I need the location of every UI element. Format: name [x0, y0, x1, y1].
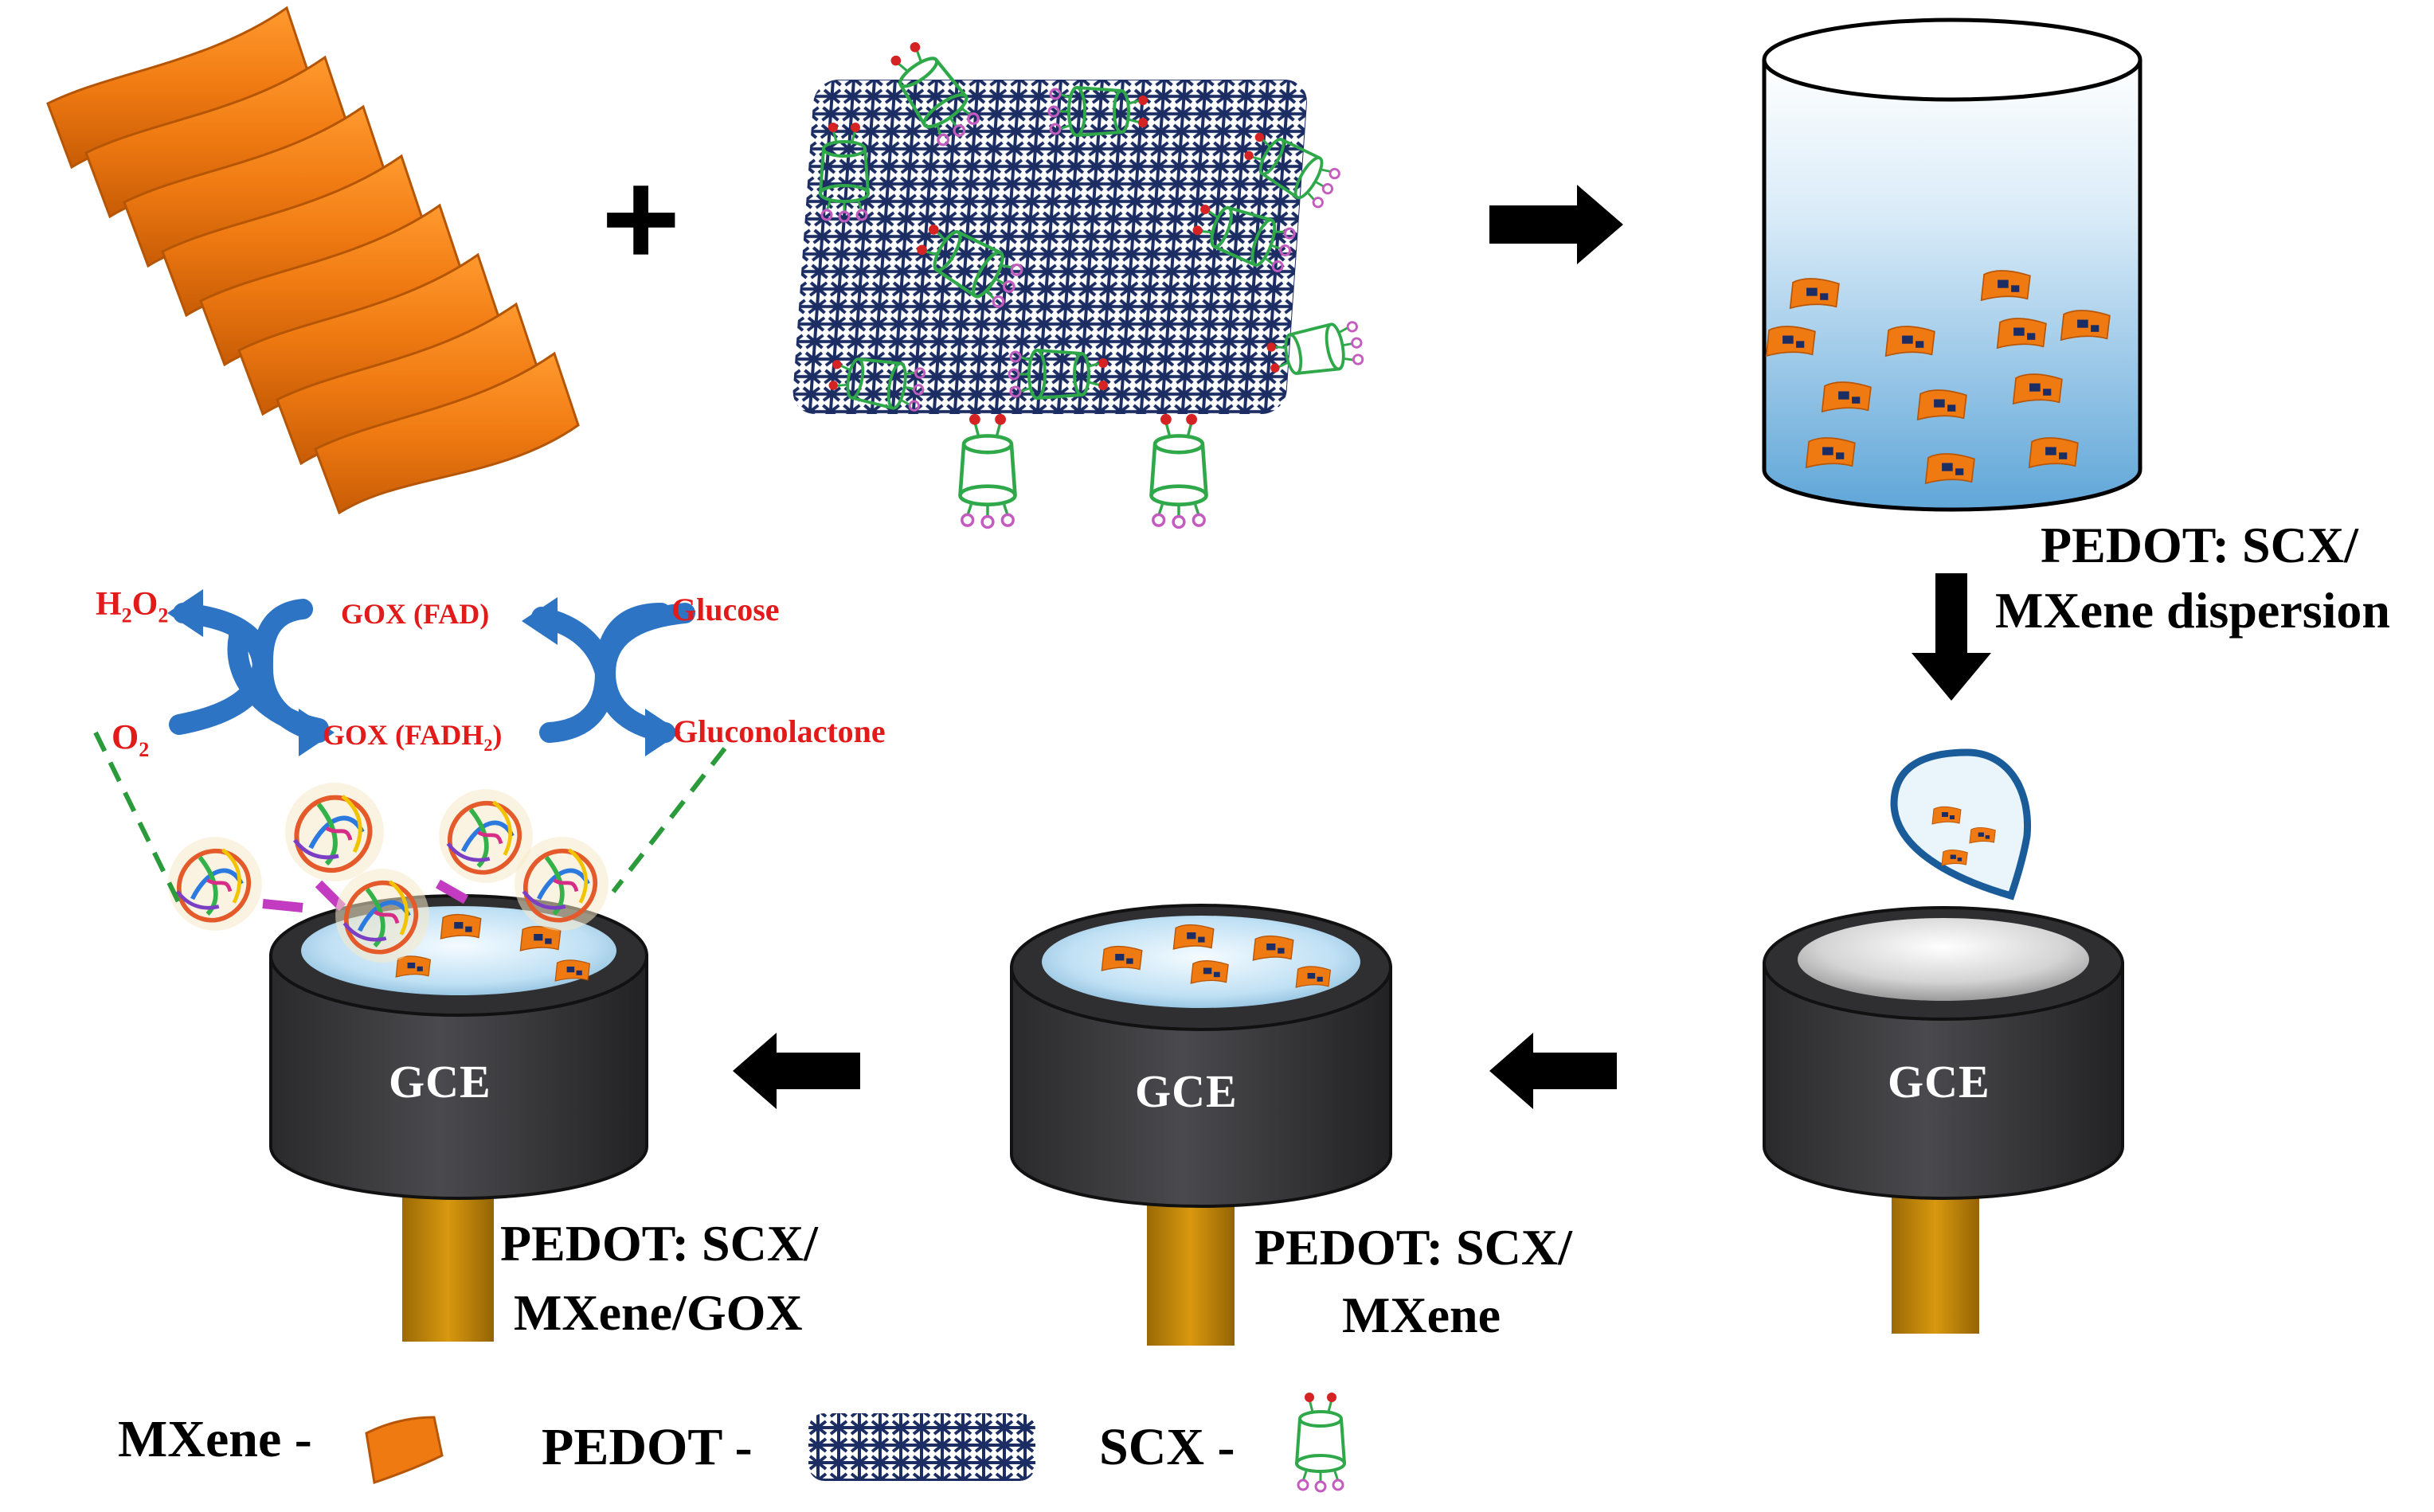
- h2o2-label: H2O2: [96, 586, 169, 627]
- electrode-rod: [1147, 1194, 1235, 1346]
- gox-fad-label: GOX (FAD): [341, 598, 490, 630]
- dispersed-flake: [1884, 326, 1935, 357]
- electrode-rod: [1892, 1186, 1979, 1334]
- linker: [262, 899, 303, 912]
- electrode-rod: [402, 1194, 494, 1342]
- arrow-right-icon: [1489, 185, 1623, 264]
- electrode-left-label-line1: PEDOT: SCX/: [500, 1215, 818, 1272]
- gox-enzyme: [285, 783, 384, 881]
- legend-mxene-icon: [365, 1416, 444, 1484]
- dispersed-flake: [1765, 326, 1816, 357]
- legend-pedot-label: PEDOT -: [542, 1418, 753, 1476]
- dispersed-flake: [1789, 278, 1840, 309]
- zoom-dashed-line: [611, 747, 727, 893]
- legend-mxene-label: MXene -: [118, 1410, 312, 1468]
- electrode-mid-label-line1: PEDOT: SCX/: [1254, 1219, 1572, 1276]
- glucose-label: Glucose: [671, 592, 780, 627]
- gce-label-right: GCE: [1888, 1056, 1990, 1108]
- gox-fadh2-label: GOX (FADH2): [323, 719, 503, 756]
- reaction-arrow-curve: [531, 607, 616, 683]
- legend-scx-icon: [1295, 1391, 1346, 1493]
- o2-label: O2: [112, 717, 150, 761]
- electrode-left-label-line2: MXene/GOX: [514, 1284, 803, 1341]
- electrode-pedot-scx-mxene-gox: [168, 783, 648, 1342]
- electrode-pedot-scx-mxene: [1010, 904, 1392, 1346]
- dispersed-flake: [1916, 389, 1967, 420]
- dispersion-label-line2: MXene dispersion: [1995, 582, 2390, 639]
- beaker: [1762, 18, 2142, 512]
- legend-scx-label: SCX -: [1099, 1418, 1235, 1476]
- gluconolactone-label: Gluconolactone: [673, 713, 886, 749]
- electrode-mid-label-line2: MXene: [1342, 1287, 1501, 1343]
- arrow-down-icon: [1912, 573, 1991, 701]
- dispersed-flake: [1805, 437, 1856, 468]
- linker: [436, 879, 468, 904]
- gce-label-middle: GCE: [1135, 1065, 1238, 1117]
- dispersed-flake: [1924, 453, 1975, 484]
- mxene-sheet: [314, 351, 580, 515]
- dispersed-flake: [1996, 318, 2047, 349]
- gox-enzyme: [515, 837, 608, 931]
- gce-label-left: GCE: [389, 1056, 491, 1108]
- droplet: [1890, 748, 2032, 901]
- pedot-network-block: [792, 80, 1307, 414]
- gox-enzyme: [168, 837, 262, 931]
- gox-enzyme: [335, 869, 429, 963]
- dispersion-label-line1: PEDOT: SCX/: [2041, 517, 2358, 573]
- arrow-left-icon: [733, 1033, 860, 1109]
- mxene-stack: [46, 6, 580, 515]
- dispersed-flake: [2060, 310, 2111, 341]
- electrode-bare: [1763, 906, 2124, 1334]
- dispersed-flake: [2028, 437, 2079, 468]
- dispersed-flake: [1980, 270, 2031, 301]
- dispersed-flake: [2012, 373, 2063, 404]
- dispersed-flake: [1821, 381, 1872, 412]
- scx-unit: [961, 414, 1015, 528]
- arrow-left-icon: [1489, 1033, 1617, 1109]
- plus-sign: +: [601, 143, 681, 295]
- pedot-scx-network: [792, 35, 1367, 528]
- legend-pedot-icon: [808, 1413, 1035, 1481]
- scx-unit: [1152, 414, 1207, 528]
